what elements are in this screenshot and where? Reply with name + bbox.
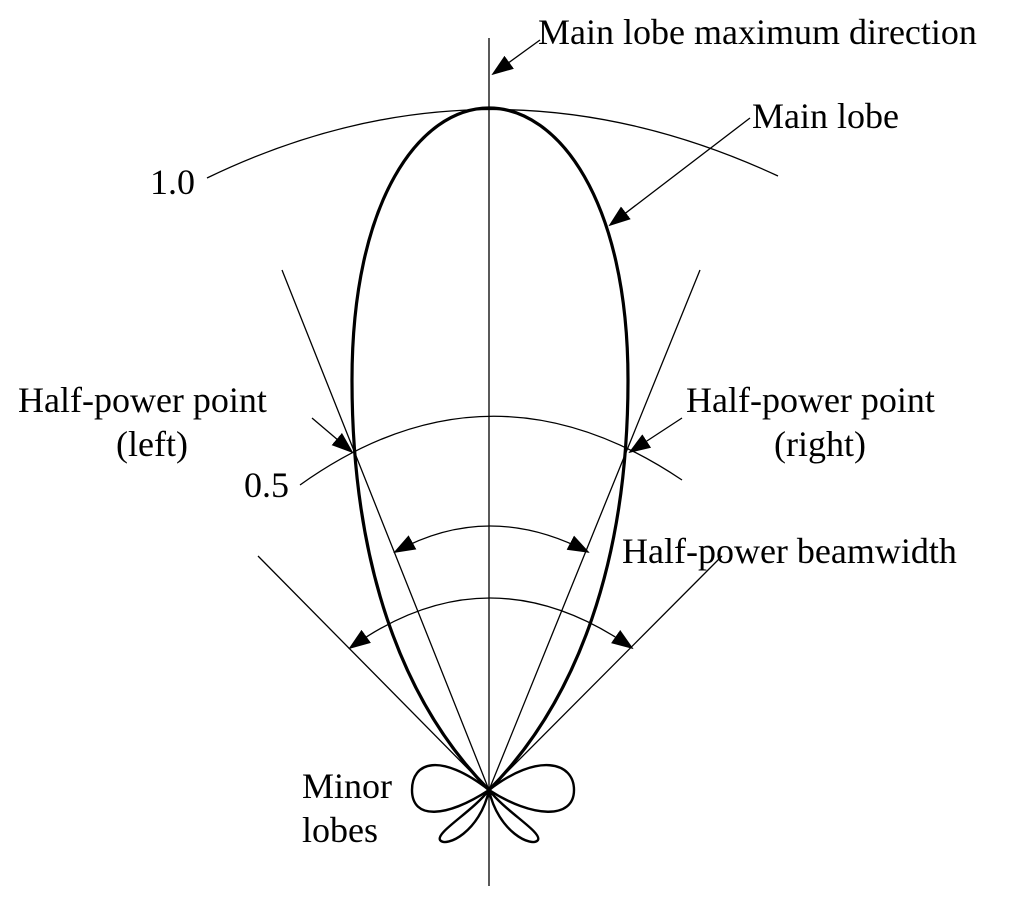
half-power-right-leader — [628, 417, 683, 454]
minor-lobe-lower-left — [438, 789, 491, 844]
level-05-label: 0.5 — [244, 465, 289, 505]
half-power-right-label-line1: Half-power point — [686, 380, 935, 420]
null-line-left — [257, 555, 490, 791]
minor-lobe-upper-right — [486, 764, 576, 813]
level-1-arc — [206, 108, 779, 179]
half-power-line-right — [488, 269, 701, 791]
main-lobe-curve — [350, 106, 630, 793]
half-power-left-leader — [311, 417, 354, 454]
half-power-right-label-line2: (right) — [774, 424, 866, 464]
level-1-label: 1.0 — [150, 162, 195, 202]
minor-lobe-lower-right — [487, 789, 540, 844]
half-power-beamwidth-arc — [393, 525, 590, 553]
minor-lobes-label-line1: Minor — [302, 766, 392, 806]
minor-lobes-label-line2: lobes — [302, 810, 378, 850]
null-beamwidth-arc — [348, 597, 634, 650]
main-lobe-max-direction-label: Main lobe maximum direction — [538, 12, 977, 52]
half-power-beamwidth-label: Half-power beamwidth — [622, 531, 957, 571]
minor-lobe-upper-left — [410, 763, 492, 813]
main-lobe-label: Main lobe — [752, 96, 899, 136]
half-power-line-left — [281, 269, 490, 791]
null-line-right — [488, 555, 723, 791]
half-power-left-label-line1: Half-power point — [18, 380, 267, 420]
half-power-left-label-line2: (left) — [116, 424, 188, 464]
max-direction-leader — [491, 39, 541, 76]
main-lobe-leader — [608, 117, 751, 227]
